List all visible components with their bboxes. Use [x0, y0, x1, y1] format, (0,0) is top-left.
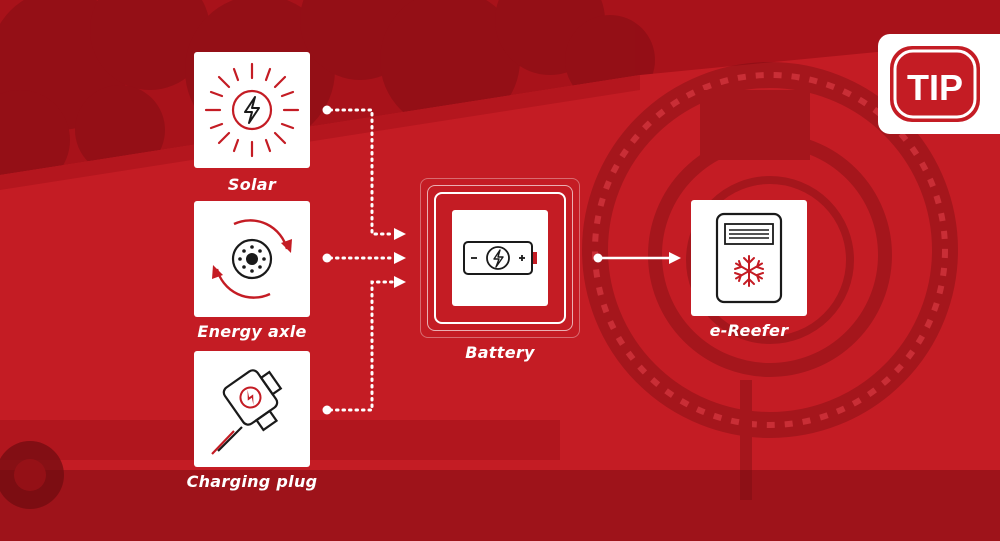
solar-node — [194, 52, 310, 168]
svg-text:TIP: TIP — [907, 67, 963, 108]
ground — [0, 470, 1000, 541]
ereefer-label: e-Reefer — [709, 321, 789, 340]
ev-charging-plug-icon — [211, 369, 283, 455]
refrigeration-unit-snowflake-icon — [715, 212, 783, 304]
tree-canopy — [0, 0, 655, 190]
connector-charging-plug — [328, 280, 394, 412]
tip-logo-badge: TIP — [890, 46, 980, 122]
cable-reel — [582, 62, 958, 500]
arrowhead-output — [669, 252, 681, 264]
energy-axle-node — [194, 201, 310, 317]
charging-plug-node — [194, 351, 310, 467]
arrowhead-energy-axle — [394, 252, 406, 264]
sun-lightning-icon — [204, 62, 300, 158]
battery-frame-inner — [434, 192, 566, 324]
rotating-wheel-hub-icon — [212, 219, 292, 299]
ereefer-node — [691, 200, 807, 316]
battery-lightning-icon — [463, 241, 537, 275]
battery-label: Battery — [465, 343, 535, 362]
tip-logo: TIP — [878, 34, 1000, 134]
energy-axle-label: Energy axle — [197, 322, 307, 341]
charging-plug-label: Charging plug — [186, 472, 318, 491]
solar-label: Solar — [227, 175, 277, 194]
connector-solar — [328, 108, 394, 236]
battery-frame-middle — [427, 185, 573, 331]
arrowhead-solar — [394, 228, 406, 240]
arrowhead-charging-plug — [394, 276, 406, 288]
battery-node — [452, 210, 548, 306]
battery-frame-outer — [420, 178, 580, 338]
